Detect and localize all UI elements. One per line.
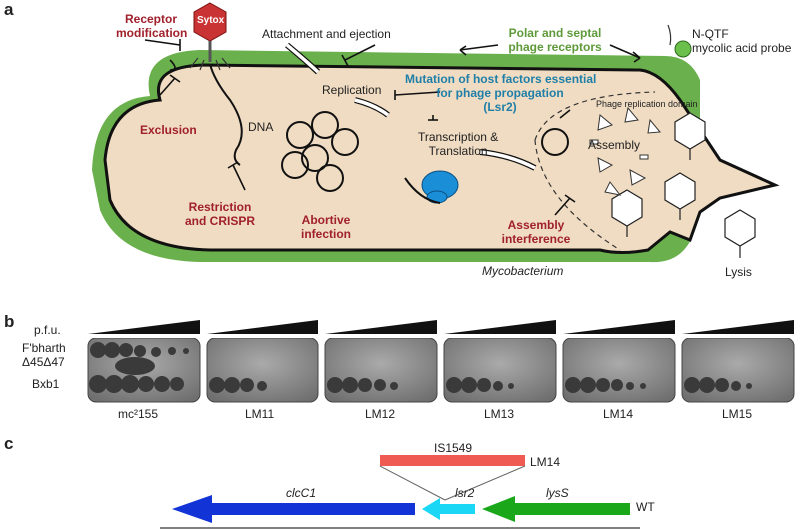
plaque-plates (87, 338, 795, 403)
strain-label: LM15 (722, 407, 753, 421)
replicating-dna-circles (281, 111, 359, 192)
lsr2-gene-arrow (422, 498, 475, 520)
assembled-phages (611, 112, 756, 258)
strain-label: mc²155 (118, 407, 159, 421)
transcription-label: Transcription &Translation (418, 130, 499, 158)
phage-domain-label: Phage replication domain (596, 99, 698, 109)
dna-strand (209, 63, 243, 166)
clcC1-label: clcC1 (286, 486, 317, 500)
insertion-bar (380, 455, 525, 466)
phage-parts (589, 106, 661, 196)
strain-label: LM11 (245, 407, 275, 421)
lsr2-label: lsr2 (455, 486, 475, 500)
attachment-label: Attachment and ejection (262, 27, 391, 41)
nqtf-probe-icon (674, 40, 692, 58)
dilution-wedges (88, 320, 794, 334)
panel-letter-b: b (4, 312, 15, 331)
lysis-label: Lysis (725, 265, 752, 279)
panel-letter-c: c (4, 434, 14, 453)
lm14-label: LM14 (530, 455, 561, 469)
dna-label: DNA (248, 120, 274, 134)
panel-letter-a: a (4, 0, 14, 19)
exclusion-label: Exclusion (140, 123, 197, 137)
phage-replication-domain-boundary (534, 91, 656, 251)
pfu-label: p.f.u. (34, 323, 61, 337)
wt-label: WT (636, 500, 655, 514)
assembly-dna-circle (541, 128, 569, 156)
genomic-locus-diagram (160, 455, 640, 529)
insertion-label: IS1549 (434, 441, 473, 455)
replication-label: Replication (322, 83, 382, 97)
clcC1-gene-arrow (172, 495, 415, 523)
lysS-gene-arrow (482, 496, 630, 522)
infection-schematic (92, 2, 780, 263)
row-bxb1-label: Bxb1 (32, 377, 60, 391)
inhibition-arrows (144, 39, 641, 216)
mycobacterium-cell (103, 63, 780, 254)
strain-label: LM13 (484, 407, 515, 421)
sytox-label: Sytox (197, 15, 225, 26)
strain-label: LM12 (365, 407, 396, 421)
lysS-label: lysS (546, 486, 569, 500)
assembly-label: Assembly (588, 138, 641, 152)
mycobacterium-label: Mycobacterium (482, 264, 564, 278)
strain-label: LM14 (603, 407, 634, 421)
